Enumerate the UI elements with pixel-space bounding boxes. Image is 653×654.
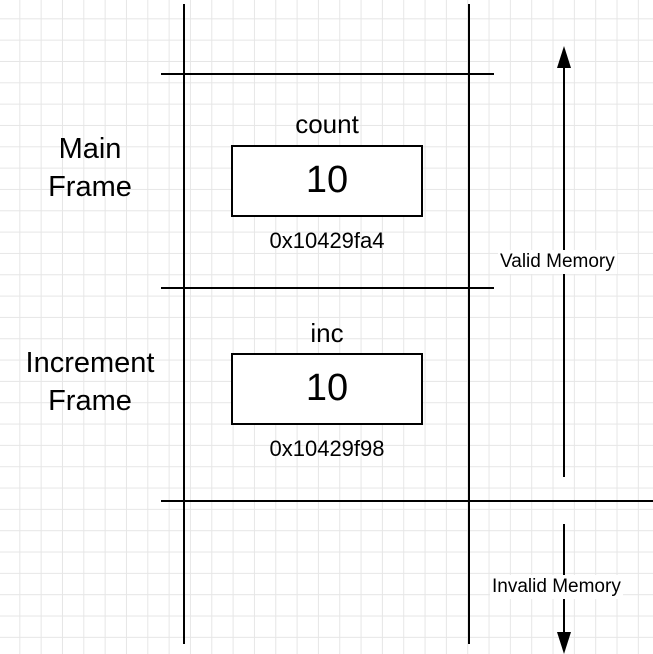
arrow-up-icon (557, 46, 571, 68)
invalid-memory-label: Invalid Memory (490, 575, 623, 599)
count-variable-name: count (295, 109, 359, 139)
valid-invalid-boundary (161, 500, 653, 502)
valid-memory-label: Valid Memory (498, 250, 617, 274)
increment-frame-label: Increment Frame (12, 344, 168, 420)
increment-frame-label-line1: Increment (25, 347, 155, 379)
arrow-down-icon (557, 632, 571, 654)
main-frame-top-border (161, 73, 494, 75)
increment-frame-label-line2: Frame (48, 385, 132, 417)
inc-variable-name: inc (310, 318, 344, 348)
main-frame-label-line1: Main (58, 133, 122, 165)
inc-address: 0x10429f98 (269, 436, 385, 461)
main-frame-label-line2: Frame (48, 171, 132, 203)
inc-value-box: 10 (231, 353, 423, 425)
count-value-box: 10 (231, 145, 423, 217)
count-address: 0x10429fa4 (269, 228, 385, 253)
stack-right-wall (468, 4, 470, 644)
stack-left-wall (183, 4, 185, 644)
main-frame-label: Main Frame (30, 130, 150, 206)
frame-divider (161, 287, 494, 289)
